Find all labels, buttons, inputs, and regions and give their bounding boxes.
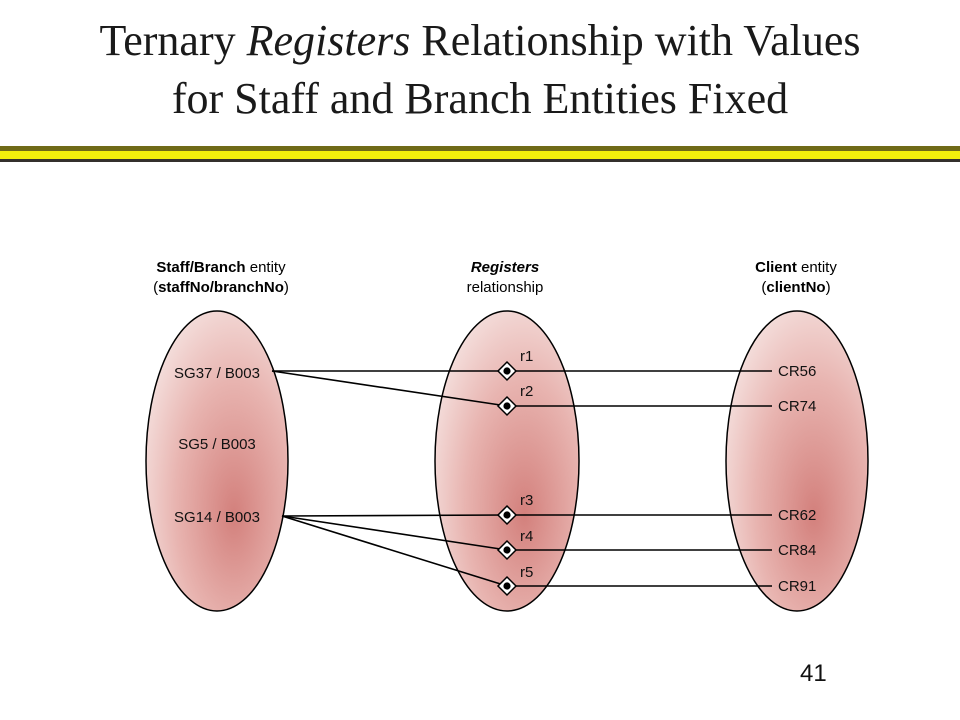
- client-item: CR74: [778, 398, 816, 415]
- staff-item: SG14 / B003: [174, 509, 260, 526]
- title-suffix: Relationship with Values: [410, 16, 861, 65]
- title-divider-dark: [0, 146, 960, 151]
- registers-subheader: relationship: [467, 279, 544, 296]
- client-item: CR56: [778, 363, 816, 380]
- relationship-item: r3: [520, 492, 533, 509]
- diamond-r1-icon: [496, 360, 518, 382]
- line-sg14-r4: [281, 515, 508, 551]
- title-divider-yellow: [0, 151, 960, 159]
- line-sg14-r3: [281, 514, 508, 517]
- line-sg14-r5: [281, 515, 508, 587]
- client-item: CR91: [778, 578, 816, 595]
- client-item: CR84: [778, 542, 816, 559]
- diamond-r3-icon: [496, 504, 518, 526]
- relationship-item: r4: [520, 528, 533, 545]
- client-values: CR56 CR74 CR62 CR84 CR91: [778, 363, 816, 595]
- staff-item: SG37 / B003: [174, 365, 260, 382]
- staff-item: SG5 / B003: [178, 436, 256, 453]
- title-italic-registers: Registers: [246, 16, 411, 65]
- diamond-r5-icon: [496, 575, 518, 597]
- client-subheader: (clientNo): [761, 279, 830, 296]
- relationship-item: r5: [520, 564, 533, 581]
- line-sg37-r2: [271, 370, 508, 407]
- title-prefix: Ternary: [99, 16, 247, 65]
- registers-ellipse: [434, 310, 580, 612]
- relationship-values: r1 r2 r3 r4 r5: [520, 348, 533, 581]
- client-header: Client entity: [755, 259, 837, 276]
- title-line-2: for Staff and Branch Entities Fixed: [171, 74, 789, 123]
- staff-branch-ellipse: [145, 310, 289, 612]
- staff-branch-subheader: (staffNo/branchNo): [153, 279, 289, 296]
- title-line-1: Ternary Registers Relationship with Valu…: [0, 12, 960, 70]
- client-ellipse: [725, 310, 869, 612]
- staff-relationship-lines: [271, 370, 508, 587]
- relationship-item: r2: [520, 383, 533, 400]
- staff-branch-header: Staff/Branch entity: [156, 259, 286, 276]
- relationship-client-lines: [507, 370, 772, 587]
- diamond-r4-icon: [496, 539, 518, 561]
- registers-header: Registers: [471, 259, 539, 276]
- slide-number: 41: [800, 660, 827, 687]
- relationship-diamonds: [496, 360, 518, 597]
- slide-title: Ternary Registers Relationship with Valu…: [0, 12, 960, 128]
- relationship-item: r1: [520, 348, 533, 365]
- title-divider-bottom: [0, 159, 960, 162]
- diamond-r2-icon: [496, 395, 518, 417]
- client-item: CR62: [778, 507, 816, 524]
- staff-branch-values: SG37 / B003 SG5 / B003 SG14 / B003: [174, 365, 260, 526]
